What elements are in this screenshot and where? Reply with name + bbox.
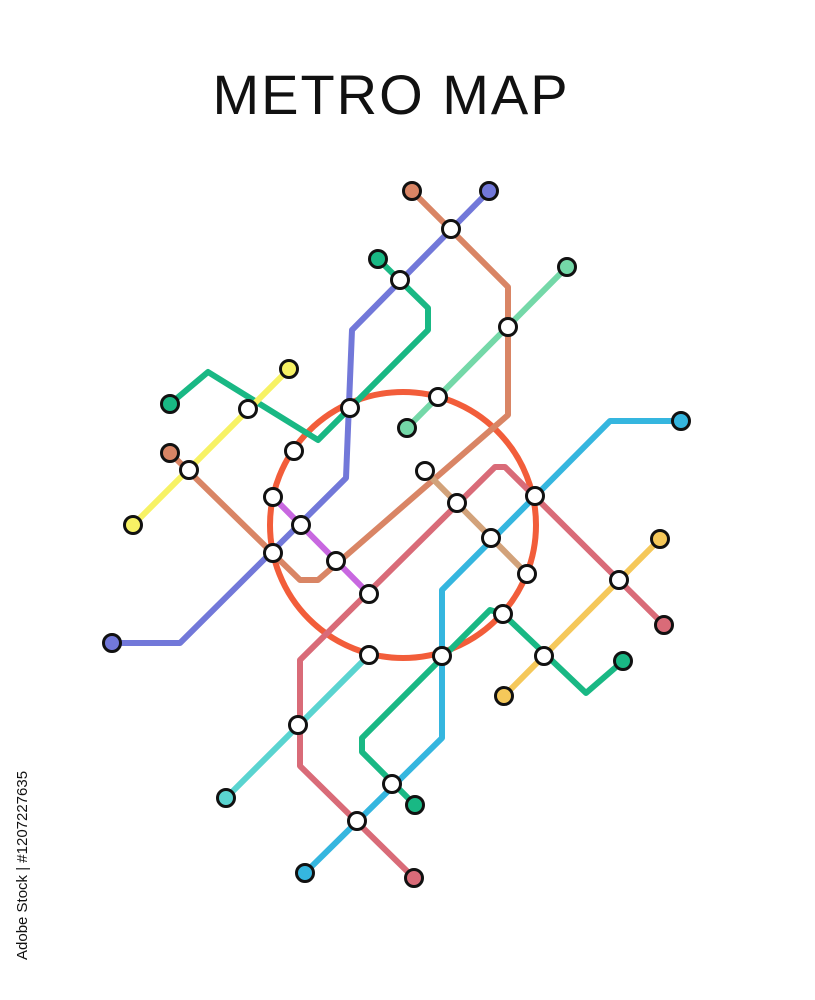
terminal-station[interactable] <box>494 686 514 706</box>
line-orange <box>501 536 663 699</box>
terminal-station[interactable] <box>397 418 417 438</box>
interchange-station[interactable] <box>359 645 379 665</box>
terminal-station[interactable] <box>295 863 315 883</box>
stock-id-label: Adobe Stock | #1207227635 <box>14 770 31 960</box>
terminal-station[interactable] <box>216 788 236 808</box>
terminal-station[interactable] <box>402 181 422 201</box>
terminal-station[interactable] <box>102 633 122 653</box>
line-salmon <box>167 188 511 583</box>
terminal-station[interactable] <box>160 394 180 414</box>
terminal-station[interactable] <box>654 615 674 635</box>
terminal-station[interactable] <box>279 359 299 379</box>
interchange-station[interactable] <box>441 219 461 239</box>
interchange-station[interactable] <box>288 715 308 735</box>
interchange-station[interactable] <box>432 646 452 666</box>
terminal-station[interactable] <box>368 249 388 269</box>
terminal-station[interactable] <box>160 443 180 463</box>
interchange-station[interactable] <box>609 570 629 590</box>
terminal-station[interactable] <box>650 529 670 549</box>
interchange-station[interactable] <box>326 551 346 571</box>
interchange-station[interactable] <box>340 398 360 418</box>
terminal-station[interactable] <box>405 795 425 815</box>
interchange-station[interactable] <box>493 604 513 624</box>
interchange-station[interactable] <box>525 486 545 506</box>
interchange-station[interactable] <box>382 774 402 794</box>
interchange-station[interactable] <box>179 460 199 480</box>
ring-line <box>267 389 539 661</box>
interchange-station[interactable] <box>359 584 379 604</box>
terminal-station[interactable] <box>404 868 424 888</box>
terminal-station[interactable] <box>671 411 691 431</box>
interchange-station[interactable] <box>347 811 367 831</box>
line-green-south <box>359 607 626 808</box>
terminal-station[interactable] <box>123 515 143 535</box>
interchange-station[interactable] <box>481 528 501 548</box>
terminal-station[interactable] <box>479 181 499 201</box>
interchange-station[interactable] <box>284 441 304 461</box>
line-blue <box>109 188 492 646</box>
interchange-station[interactable] <box>498 317 518 337</box>
line-purple <box>270 494 372 597</box>
terminal-station[interactable] <box>613 651 633 671</box>
interchange-station[interactable] <box>415 461 435 481</box>
interchange-station[interactable] <box>534 646 554 666</box>
interchange-station[interactable] <box>263 487 283 507</box>
interchange-station[interactable] <box>390 270 410 290</box>
interchange-station[interactable] <box>291 515 311 535</box>
map-title: METRO MAP <box>212 63 570 126</box>
line-cyan <box>302 418 684 876</box>
interchange-station[interactable] <box>263 543 283 563</box>
line-green-north <box>167 256 431 443</box>
line-tan <box>422 468 530 577</box>
interchange-station[interactable] <box>428 387 448 407</box>
interchange-station[interactable] <box>517 564 537 584</box>
interchange-station[interactable] <box>447 493 467 513</box>
terminal-station[interactable] <box>557 257 577 277</box>
interchange-station[interactable] <box>238 399 258 419</box>
line-yellow <box>130 366 292 528</box>
